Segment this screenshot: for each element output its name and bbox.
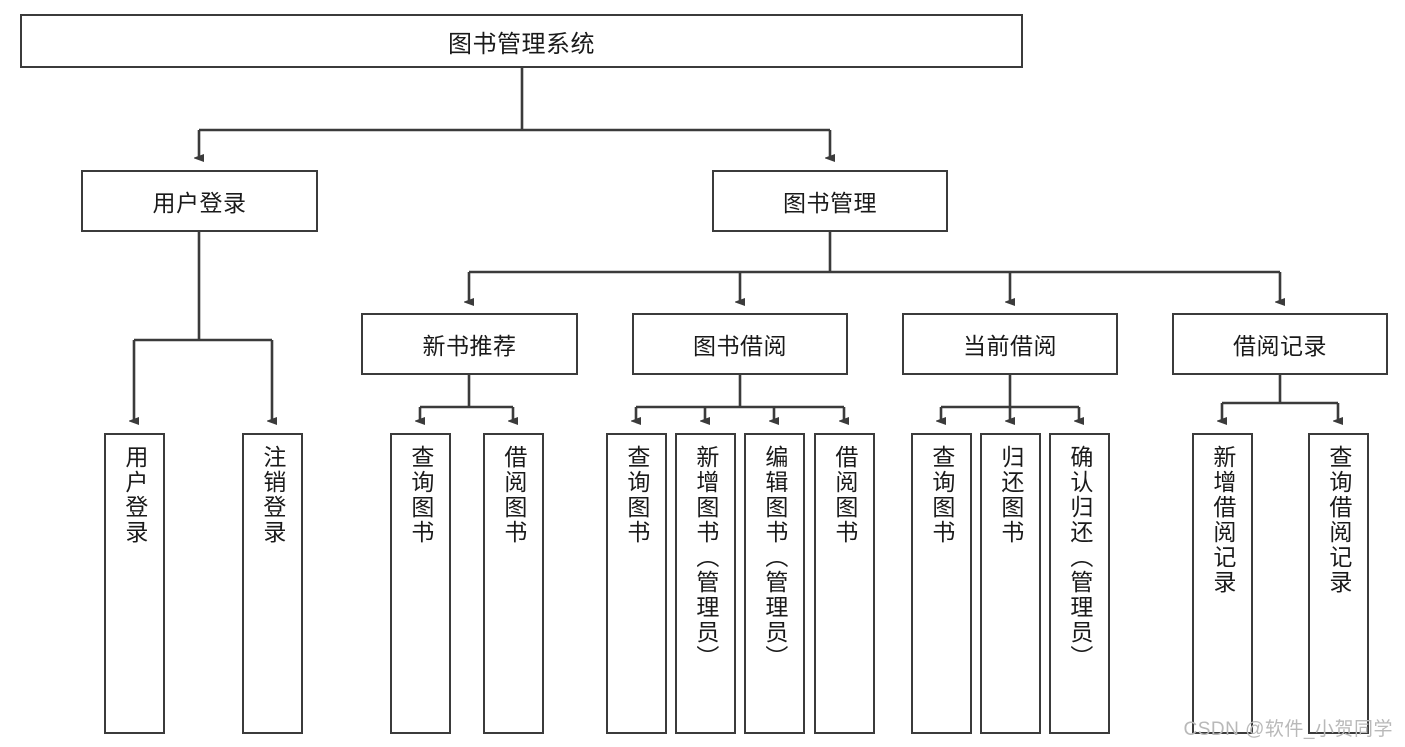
leaf-current-query-book[interactable]: 查询图书 [911, 433, 972, 734]
leaf-label: 借阅图书 [831, 445, 858, 545]
leaf-current-return-book[interactable]: 归还图书 [980, 433, 1041, 734]
node-root-system[interactable]: 图书管理系统 [20, 14, 1023, 68]
leaf-user-login-login[interactable]: 用户登录 [104, 433, 165, 734]
leaf-label: 确认归还（管理员） [1066, 445, 1093, 670]
node-current-borrow[interactable]: 当前借阅 [902, 313, 1118, 375]
node-book-borrow[interactable]: 图书借阅 [632, 313, 848, 375]
node-new-book-recommend[interactable]: 新书推荐 [361, 313, 578, 375]
node-current-borrow-label: 当前借阅 [963, 333, 1057, 359]
leaf-borrow-borrow-book[interactable]: 借阅图书 [814, 433, 875, 734]
node-user-login[interactable]: 用户登录 [81, 170, 318, 232]
leaf-current-confirm-return-admin[interactable]: 确认归还（管理员） [1049, 433, 1110, 734]
node-borrow-record-label: 借阅记录 [1233, 333, 1327, 359]
leaf-label: 注销登录 [259, 445, 286, 545]
leaf-label: 用户登录 [121, 445, 148, 545]
leaf-new-book-borrow[interactable]: 借阅图书 [483, 433, 544, 734]
leaf-label: 查询图书 [928, 445, 955, 545]
leaf-label: 新增图书（管理员） [692, 445, 719, 670]
leaf-user-login-logout[interactable]: 注销登录 [242, 433, 303, 734]
node-new-book-recommend-label: 新书推荐 [422, 333, 517, 359]
leaf-label: 查询图书 [407, 445, 434, 545]
leaf-borrow-edit-book-admin[interactable]: 编辑图书（管理员） [744, 433, 805, 734]
leaf-label: 查询图书 [623, 445, 650, 545]
leaf-label: 查询借阅记录 [1325, 445, 1352, 595]
node-root-label: 图书管理系统 [448, 30, 595, 58]
leaf-label: 编辑图书（管理员） [761, 445, 788, 670]
node-book-management[interactable]: 图书管理 [712, 170, 948, 232]
leaf-label: 借阅图书 [500, 445, 527, 545]
leaf-label: 归还图书 [997, 445, 1024, 545]
leaf-record-add-record[interactable]: 新增借阅记录 [1192, 433, 1253, 734]
leaf-new-book-query[interactable]: 查询图书 [390, 433, 451, 734]
leaf-label: 新增借阅记录 [1209, 445, 1236, 595]
leaf-borrow-query-book[interactable]: 查询图书 [606, 433, 667, 734]
leaf-record-query-record[interactable]: 查询借阅记录 [1308, 433, 1369, 734]
leaf-borrow-add-book-admin[interactable]: 新增图书（管理员） [675, 433, 736, 734]
node-book-borrow-label: 图书借阅 [693, 333, 787, 359]
node-borrow-record[interactable]: 借阅记录 [1172, 313, 1388, 375]
node-book-management-label: 图书管理 [783, 190, 877, 216]
node-user-login-label: 用户登录 [152, 190, 247, 216]
